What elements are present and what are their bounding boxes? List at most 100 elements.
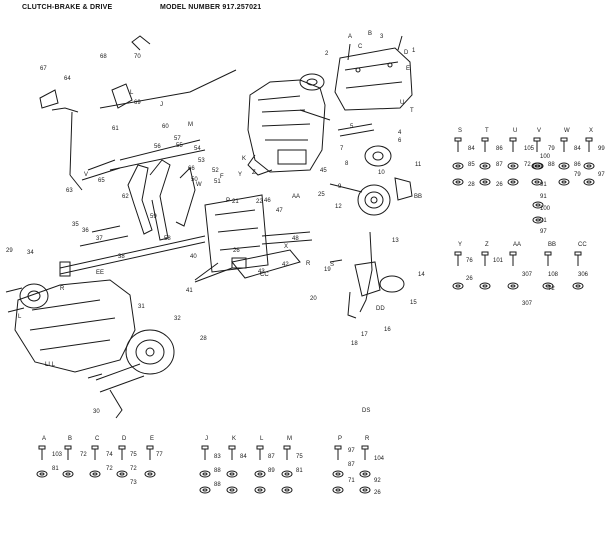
bolt-icon — [283, 445, 291, 460]
hw-right-letter-bb: BB — [548, 242, 556, 248]
washer-icon — [332, 486, 344, 494]
hw-part-105-r2: 105 — [524, 146, 535, 152]
washer-icon — [199, 470, 211, 478]
hw-part-79-r3: 79 — [548, 146, 555, 152]
belt-cover-illustration — [334, 35, 413, 111]
hw-bottom-part-72-2: 72 — [80, 452, 87, 458]
washer-icon — [507, 282, 519, 290]
idler-bracket-illustration — [329, 231, 405, 319]
callout-56: 56 — [154, 144, 161, 150]
callout-19: 19 — [324, 267, 331, 273]
callout-7: 7 — [340, 146, 344, 152]
hw-bottom-part-87-13: 87 — [268, 454, 275, 460]
callout-37: 37 — [96, 236, 103, 242]
bolt-icon — [533, 137, 541, 152]
hw-bottom-part-75-14: 75 — [296, 454, 303, 460]
washer-icon — [452, 282, 464, 290]
washer-icon — [359, 486, 371, 494]
hw-bottom-part-77-6: 77 — [156, 452, 163, 458]
callout-3: 3 — [380, 34, 384, 40]
bolt-icon — [481, 137, 489, 152]
hw-bottom-part-83-9: 83 — [214, 454, 221, 460]
hw-part-108-r2-3: 108 — [548, 272, 559, 278]
hw-bottom-letter-j: J — [205, 436, 208, 442]
clutch-linkage-illustration — [109, 139, 313, 281]
letter-callout-d-3: D — [404, 50, 409, 56]
callout-17: 17 — [361, 332, 368, 338]
hw-right-letter-t: T — [485, 128, 489, 134]
callout-40: 40 — [190, 254, 197, 260]
hw-bottom-letter-p: P — [338, 436, 342, 442]
callout-9: 9 — [338, 184, 342, 190]
callout-60: 60 — [162, 124, 169, 130]
hw-right-letter-s: S — [458, 128, 462, 134]
hw-right-letter-cc: CC — [578, 242, 587, 248]
washer-icon — [507, 162, 519, 170]
hw-right-letter-w: W — [564, 128, 570, 134]
hw-bottom-letter-e: E — [150, 436, 154, 442]
letter-callout-t-13: T — [410, 108, 414, 114]
hw-bottom-part-92-19: 92 — [374, 478, 381, 484]
callout-28: 28 — [200, 336, 207, 342]
letter-callout-bb-21: BB — [414, 194, 422, 200]
hw-bottom-letter-l: L — [260, 436, 264, 442]
callout-58: 58 — [164, 236, 171, 242]
callout-54: 54 — [194, 146, 201, 152]
bolt-icon — [509, 137, 517, 152]
callout-14: 14 — [418, 272, 425, 278]
hw-bottom-part-88-11: 88 — [214, 468, 221, 474]
callout-64: 64 — [64, 76, 71, 82]
letter-callout-l-8: L — [130, 90, 134, 96]
washer-icon — [479, 162, 491, 170]
washer-icon — [532, 162, 544, 170]
letter-callout-v-15: V — [84, 172, 88, 178]
hw-bottom-part-89-15: 89 — [268, 468, 275, 474]
friction-disc-illustration — [95, 329, 175, 419]
hw-bottom-part-71-22: 71 — [348, 478, 355, 484]
callout-1: 1 — [412, 48, 416, 54]
drive-shaft-illustration — [59, 225, 206, 277]
letter-callout-p-10: P — [226, 198, 230, 204]
hw-bottom-letter-a: A — [42, 436, 46, 442]
washer-icon — [254, 470, 266, 478]
callout-11: 11 — [415, 162, 422, 168]
hw-part-86-r1: 86 — [496, 146, 503, 152]
letter-callout-f-5: F — [220, 174, 224, 180]
hw-part-87-r7: 87 — [496, 162, 503, 168]
hw-part-28-r14: 28 — [468, 182, 475, 188]
callout-25: 25 — [318, 192, 325, 198]
hw-part-97-r13: 97 — [598, 172, 605, 178]
washer-icon — [359, 470, 371, 478]
hw-part-91-r19: 91 — [540, 218, 547, 224]
transmission-housing-illustration — [5, 279, 136, 379]
callout-63: 63 — [66, 188, 73, 194]
callout-52: 52 — [212, 168, 219, 174]
hw-bottom-letter-b: B — [68, 436, 72, 442]
washer-icon — [332, 470, 344, 478]
hw-part-97-r20: 97 — [540, 229, 547, 235]
callout-8: 8 — [345, 161, 349, 167]
callout-16: 16 — [384, 327, 391, 333]
washer-icon — [226, 470, 238, 478]
callout-30: 30 — [93, 409, 100, 415]
pulley-assembly-illustration — [329, 123, 413, 216]
letter-callout-s-12: S — [330, 262, 334, 268]
callout-35: 35 — [72, 222, 79, 228]
washer-icon — [281, 486, 293, 494]
callout-61: 61 — [112, 126, 119, 132]
hw-part-307-r2-2: 307 — [522, 272, 533, 278]
washer-icon — [542, 282, 554, 290]
bolt-icon — [481, 251, 489, 266]
hw-part-86-r10: 86 — [574, 162, 581, 168]
washer-icon — [558, 178, 570, 186]
hw-bottom-part-103-0: 103 — [52, 452, 63, 458]
washer-icon — [532, 201, 544, 209]
letter-callout-z-19: Z — [252, 170, 256, 176]
hw-right-letter-aa: AA — [513, 242, 521, 248]
hw-bottom-letter-r: R — [365, 436, 370, 442]
hardware-icons — [36, 137, 595, 494]
bolt-icon — [201, 445, 209, 460]
